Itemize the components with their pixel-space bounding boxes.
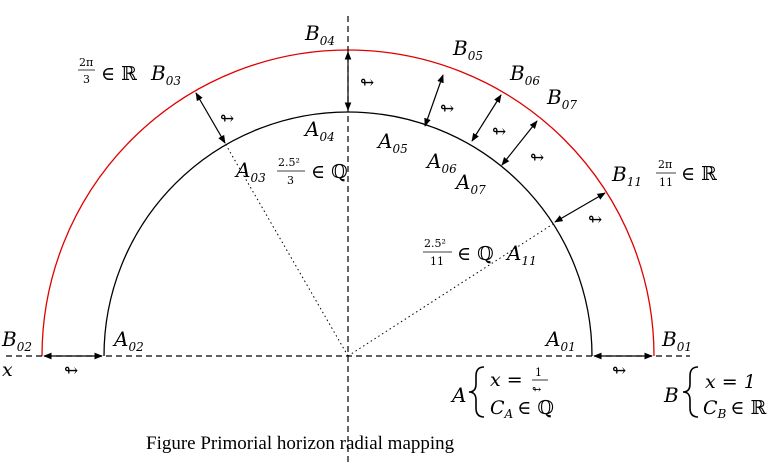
label-b06: B06	[509, 61, 540, 88]
b03-angle-set: ∈ ℝ	[101, 63, 137, 85]
a03-rational-den: 3	[287, 174, 294, 187]
arrow-a07-b07	[501, 120, 538, 166]
a11-rational-den: 11	[430, 255, 444, 268]
label-a07: A07	[454, 170, 486, 197]
b11-angle-den: 11	[659, 176, 673, 189]
label-b04: B04	[304, 21, 335, 48]
b03-angle-den: 3	[83, 73, 90, 86]
a11-rational-set: ∈ ℚ	[457, 243, 494, 265]
gap-symbol-01: ↬	[612, 361, 626, 381]
b11-angle-set: ∈ ℝ	[681, 163, 717, 185]
set-a-name: A	[450, 383, 466, 407]
label-a06: A06	[425, 149, 457, 176]
set-b-name: B	[663, 383, 679, 407]
arrow-a05-b05	[424, 74, 444, 127]
set-b-line2: CB∈ ℝ	[703, 397, 766, 421]
radial-a03	[225, 144, 349, 357]
b03-angle-num: 2π	[79, 56, 93, 69]
label-a11: A11	[505, 241, 537, 268]
set-a-brace	[468, 366, 485, 418]
label-a05: A05	[376, 129, 408, 156]
label-a02: A02	[112, 327, 144, 354]
label-a04: A04	[303, 117, 335, 144]
arrow-a06-b06	[471, 94, 502, 142]
label-b02: B02	[1, 327, 32, 354]
gap-symbol-02: ↬	[64, 361, 78, 381]
a03-rational-set: ∈ ℚ	[311, 161, 348, 183]
label-b05: B05	[452, 36, 483, 63]
gap-symbol-03: ↬	[220, 109, 234, 129]
b11-angle-num: 2π	[658, 158, 672, 171]
figure-caption: Figure Primorial horizon radial mapping	[146, 433, 455, 454]
set-a-line2: CA∈ ℚ	[490, 397, 554, 421]
label-a03: A03	[234, 158, 266, 185]
a03-rational-num: 2.5²	[278, 156, 300, 169]
axis-x-label: x	[2, 359, 13, 381]
gap-symbol-04: ↬	[360, 73, 374, 93]
label-b07: B07	[546, 85, 577, 112]
radial-a11	[347, 223, 554, 357]
gap-symbol-07: ↬	[530, 148, 544, 168]
set-a-line1-den: ↬	[532, 383, 541, 396]
arrow-a11-b11	[554, 192, 606, 223]
gap-symbol-05: ↬	[440, 99, 454, 119]
set-b-line1: x = 1	[705, 371, 756, 393]
label-b03: B03	[150, 61, 181, 88]
label-b01: B01	[661, 327, 692, 354]
gap-symbol-06: ↬	[492, 122, 506, 142]
set-b-brace	[682, 366, 699, 418]
a11-rational-num: 2.5²	[424, 237, 446, 250]
arrow-a03-b03	[195, 92, 226, 144]
set-a-line1-lhs: x =	[490, 369, 523, 391]
label-b11: B11	[611, 162, 642, 189]
gap-symbol-11: ↬	[588, 210, 602, 230]
set-a-line1-num: 1	[535, 366, 542, 379]
inner-circle	[103, 111, 593, 357]
label-a01: A01	[544, 327, 576, 354]
